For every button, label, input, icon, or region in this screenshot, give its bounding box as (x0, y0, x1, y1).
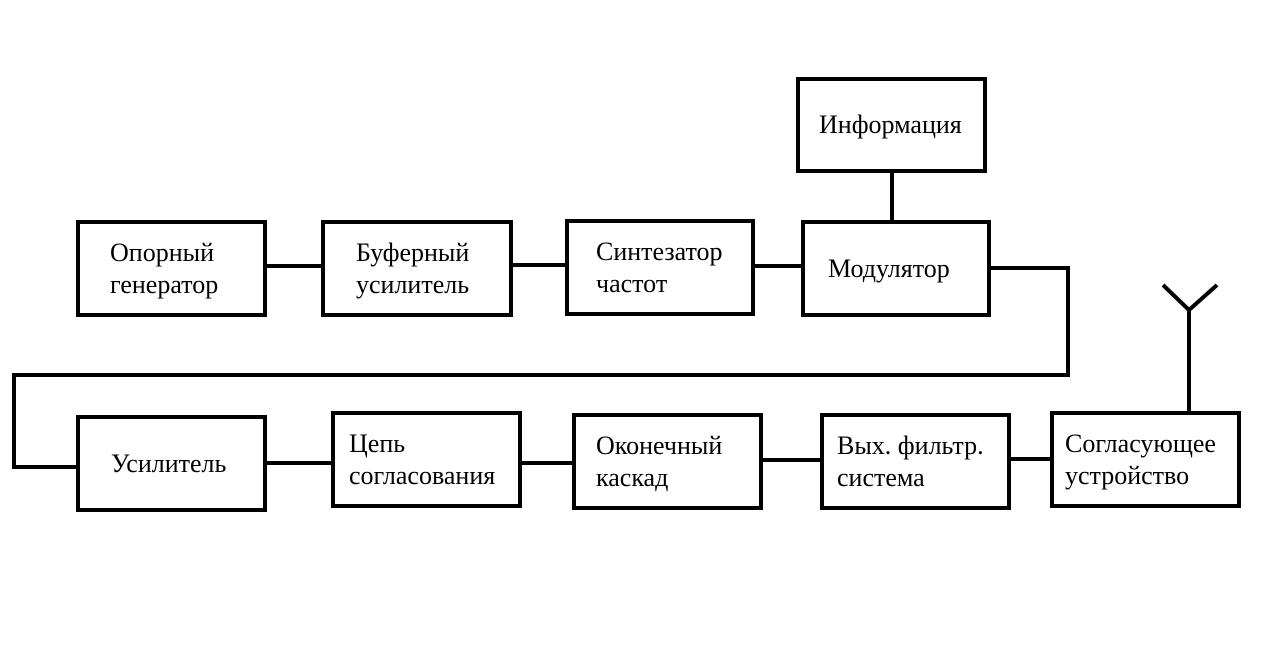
block-information-label: Информация (819, 110, 962, 139)
connector-generator-buffer (264, 264, 324, 268)
block-modulator-label: Модулятор (828, 253, 950, 283)
block-modulator: Модулятор (801, 220, 991, 317)
block-frequency-synthesizer-label: Синтезатор частот (596, 236, 723, 298)
connector-synthesizer-modulator (752, 264, 804, 268)
block-final-stage: Оконечный каскад (572, 413, 763, 510)
connector-amplifier-matching (264, 461, 334, 465)
block-buffer-amplifier: Буферный усилитель (321, 220, 513, 317)
block-matching-circuit-label: Цепь согласования (349, 428, 496, 490)
connector-final-filter (760, 458, 822, 462)
block-amplifier-label: Усилитель (111, 448, 227, 478)
block-amplifier: Усилитель (76, 415, 267, 512)
connector-modulator-out-horizontal (988, 266, 1070, 270)
block-information: Информация (796, 77, 987, 173)
block-reference-generator: Опорный генератор (76, 220, 267, 317)
connector-information-modulator (890, 170, 894, 222)
connector-return-into-amplifier (12, 465, 78, 469)
block-buffer-amplifier-label: Буферный усилитель (356, 237, 470, 299)
antenna-icon (1161, 283, 1219, 414)
block-output-filter-system-label: Вых. фильтр. система (837, 430, 984, 492)
block-output-filter-system: Вых. фильтр. система (820, 413, 1011, 510)
connector-return-vertical-left (12, 373, 16, 469)
block-matching-circuit: Цепь согласования (331, 411, 522, 508)
block-frequency-synthesizer: Синтезатор частот (565, 219, 755, 316)
connector-filter-device (1008, 457, 1053, 461)
block-matching-device: Согласующее устройство (1050, 411, 1241, 508)
connector-return-horizontal (12, 373, 1070, 377)
block-reference-generator-label: Опорный генератор (110, 237, 219, 299)
connector-buffer-synthesizer (510, 263, 568, 267)
block-matching-device-label: Согласующее устройство (1065, 428, 1216, 490)
block-final-stage-label: Оконечный каскад (596, 430, 723, 492)
connector-return-vertical-right (1066, 266, 1070, 377)
connector-matching-final (518, 461, 575, 465)
